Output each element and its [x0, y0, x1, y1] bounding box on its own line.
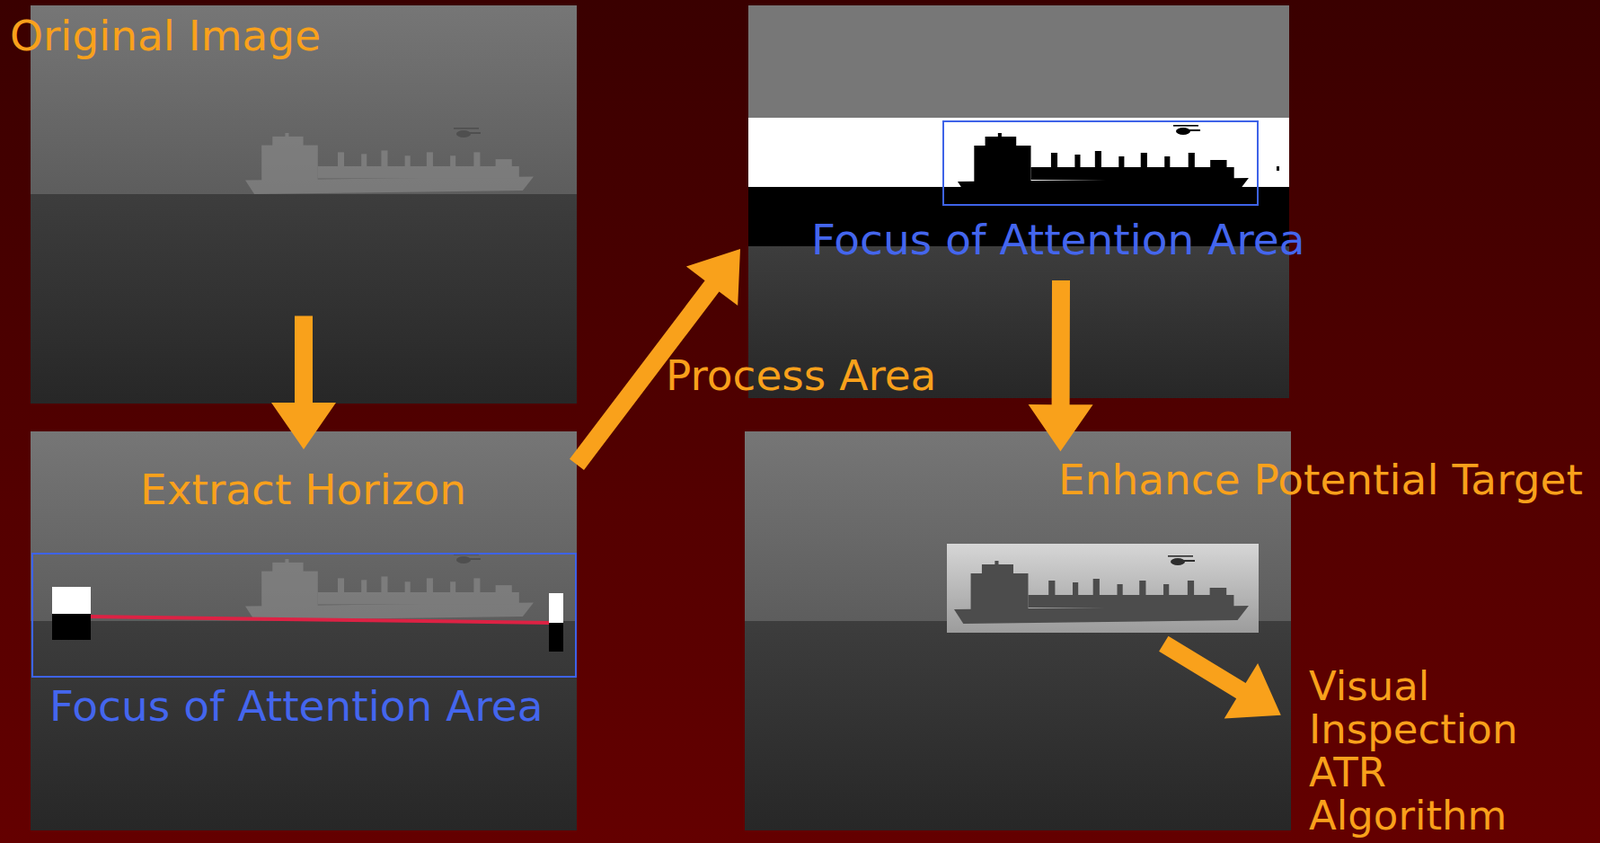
sea	[744, 620, 1291, 831]
horizon-marker	[52, 613, 91, 640]
enhanced-patch	[946, 543, 1259, 633]
speck	[1276, 166, 1280, 171]
step-label: Focus of Attention Area	[811, 215, 1305, 265]
horizon-line	[87, 616, 551, 623]
horizon-marker	[548, 592, 564, 623]
ship	[245, 132, 534, 195]
image-panel: Process AreaFocus of Attention Area	[748, 5, 1290, 398]
horizon-marker	[52, 586, 91, 614]
helicopter	[1173, 124, 1201, 135]
ship	[245, 558, 534, 620]
output-label: Visual Inspection ATR Algorithm	[1308, 664, 1543, 838]
sky	[30, 431, 577, 621]
sky	[748, 5, 1290, 118]
flow-arrow	[271, 316, 336, 451]
image-panel: Enhance Potential Target	[744, 431, 1291, 831]
step-label: Extract Horizon	[140, 465, 467, 514]
step-label: Enhance Potential Target	[1058, 455, 1583, 504]
step-label: Original Image	[9, 11, 321, 61]
step-label: Process Area	[665, 351, 937, 400]
ship-silhouette	[957, 132, 1249, 196]
horizon-marker	[548, 622, 564, 652]
sea	[30, 620, 577, 831]
flow-arrow	[1028, 280, 1094, 451]
flow-arrow	[1158, 636, 1282, 719]
image-panel: Original Image	[30, 5, 577, 404]
output-box: Visual Inspection ATR Algorithm	[1308, 664, 1543, 838]
helicopter	[453, 553, 481, 564]
step-label: Focus of Attention Area	[49, 681, 543, 731]
focus-box: Focus of Attention Area	[31, 552, 577, 678]
helicopter	[1167, 555, 1195, 566]
ship	[954, 560, 1249, 624]
helicopter	[453, 127, 481, 138]
focus-box: Focus of Attention Area	[942, 120, 1259, 206]
image-panel: Extract HorizonFocus of Attention Area	[30, 431, 577, 831]
